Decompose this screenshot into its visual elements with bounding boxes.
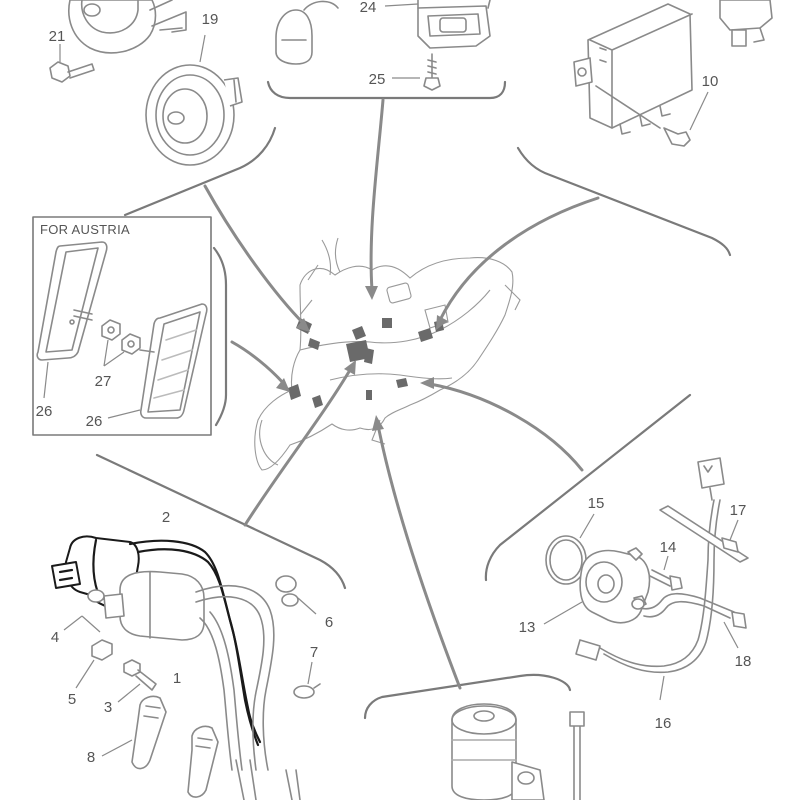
austria-caption: FOR AUSTRIA (40, 222, 130, 237)
group-brackets (95, 80, 732, 720)
ignition-coil-1 (103, 570, 275, 771)
callout-5: 5 (68, 691, 76, 708)
assembly-arrows (203, 98, 600, 690)
horn-19 (145, 34, 243, 166)
austria-inset-frame (32, 216, 212, 436)
control-unit-cdi (573, 3, 709, 147)
screw-25 (392, 53, 441, 91)
callout-21: 21 (49, 28, 66, 45)
screw-14 (649, 555, 683, 591)
callout-10: 10 (702, 73, 719, 90)
callout-25: 25 (369, 71, 386, 88)
relay-top-right (719, 0, 773, 47)
clip-7 (293, 661, 321, 699)
callout-2: 2 (162, 509, 170, 526)
callout-17: 17 (730, 502, 747, 519)
callout-15: 15 (588, 495, 605, 512)
callout-labels: 21 19 24 25 10 FOR AUSTRIA 27 26 26 2 4 … (36, 0, 752, 766)
lead-wire-16 (575, 499, 747, 701)
callout-8: 8 (87, 749, 95, 766)
nut-5 (75, 639, 113, 689)
connector-top (697, 457, 725, 501)
callout-19: 19 (202, 11, 219, 28)
plug-cap-8 (101, 695, 301, 801)
callout-27: 27 (95, 373, 112, 390)
callout-26-a: 26 (36, 403, 53, 420)
frame-mount-markers (288, 318, 444, 408)
callout-3: 3 (104, 699, 112, 716)
callout-7: 7 (310, 644, 318, 661)
callout-14: 14 (660, 539, 677, 556)
bolt-3 (117, 659, 157, 703)
fuel-sender-part (275, 0, 339, 65)
horn-small (68, 0, 187, 54)
washer-4 (63, 589, 105, 633)
sensor-13 (543, 547, 651, 625)
clip-6 (275, 575, 317, 615)
callout-24: 24 (360, 0, 377, 16)
relay-block-24 (384, 0, 491, 49)
motorcycle-frame-outline (254, 237, 521, 471)
callout-26-b: 26 (86, 413, 103, 430)
bolt-21 (49, 44, 95, 83)
callout-4: 4 (51, 629, 59, 646)
callout-16: 16 (655, 715, 672, 732)
tie-17 (659, 505, 749, 563)
clamp-18 (723, 621, 739, 649)
callout-13: 13 (519, 619, 536, 636)
callout-6: 6 (325, 614, 333, 631)
reflector-angled (139, 303, 208, 419)
callout-1: 1 (173, 670, 181, 687)
reflector-large (36, 241, 108, 361)
starter-motor (451, 703, 585, 801)
callout-18: 18 (735, 653, 752, 670)
nuts-27 (43, 319, 141, 419)
